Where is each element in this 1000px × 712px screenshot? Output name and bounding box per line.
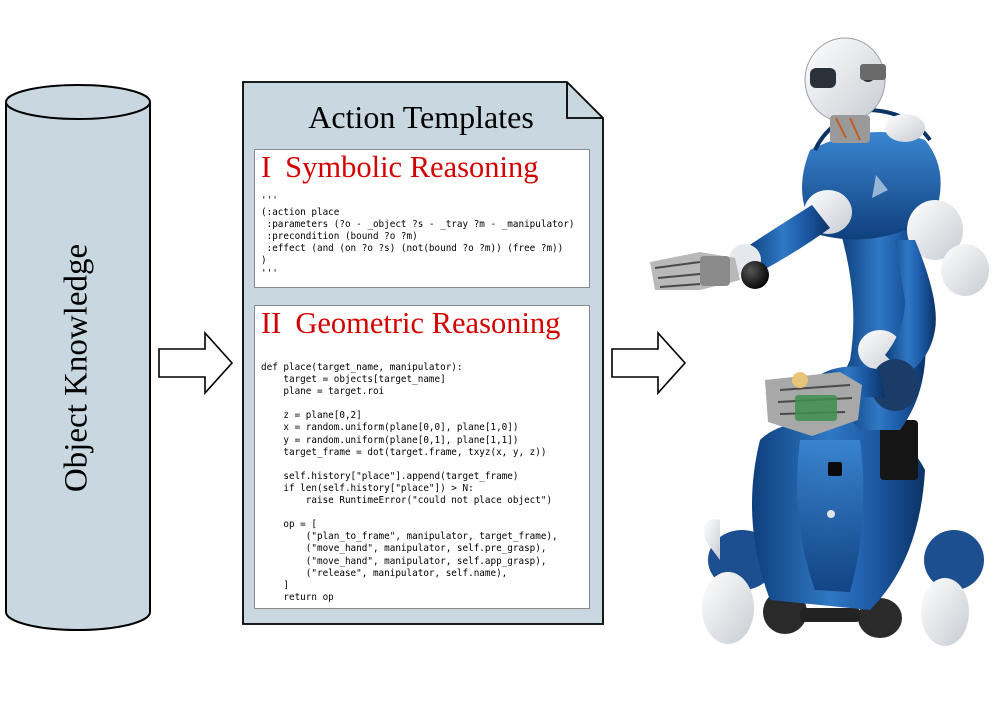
python-code-block: def place(target_name, manipulator): tar… [261, 362, 558, 603]
pddl-code-block: ''' (:action place :parameters (?o - _ob… [261, 195, 575, 279]
arrow-right-icon [158, 330, 234, 396]
database-cylinder [5, 84, 151, 631]
section-title: Symbolic Reasoning [285, 150, 539, 184]
section-numeral: I [261, 150, 272, 184]
symbolic-reasoning-panel: I Symbolic Reasoning ''' (:action place :… [254, 149, 590, 288]
geometric-reasoning-panel: II Geometric Reasoning def place(target_n… [254, 305, 590, 609]
arrow-right-icon [611, 330, 687, 396]
section-heading: II Geometric Reasoning [261, 306, 560, 341]
section-heading: I Symbolic Reasoning [261, 150, 538, 185]
section-title: Geometric Reasoning [295, 306, 561, 340]
section-numeral: II [261, 306, 282, 340]
document-title: Action Templates [308, 99, 534, 135]
